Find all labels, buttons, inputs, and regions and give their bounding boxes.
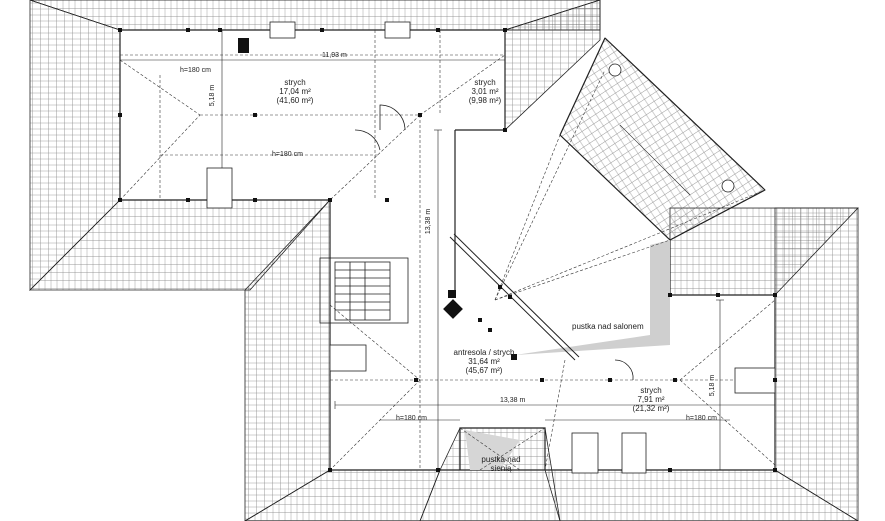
dimension-top-depth: 5,18 m <box>209 84 217 107</box>
headroom-label-bottom-left: h=180 cm <box>396 415 427 422</box>
stairs <box>319 257 409 324</box>
ridge-lines <box>119 30 776 471</box>
dimension-center-depth: 13,38 m <box>425 208 433 235</box>
roof-windows <box>206 21 776 474</box>
gallery-beam <box>449 233 580 361</box>
room-label-strych-right: strych 7,91 m² (21,32 m²) <box>620 386 682 414</box>
room-name: strych <box>640 386 662 395</box>
room-area: 31,64 m² <box>468 357 500 367</box>
roof-surfaces <box>29 0 859 521</box>
room-label-strych-main: strych 17,04 m² (41,60 m²) <box>260 78 330 106</box>
void-label-sien: pustka nad sienią <box>478 455 524 473</box>
room-area: 17,04 m² <box>279 87 311 97</box>
posts <box>118 28 777 472</box>
void-label-salon: pustka nad salonem <box>572 322 644 331</box>
dimension-lines <box>119 29 776 471</box>
headroom-label-top-2: h=180 cm <box>272 151 303 158</box>
room-area-total: (21,32 m²) <box>632 404 670 414</box>
headroom-label-top-1: h=180 cm <box>180 67 211 74</box>
room-area: 7,91 m² <box>637 395 665 405</box>
room-name: strych <box>284 78 306 87</box>
room-label-strych-small: strych 3,01 m² (9,98 m²) <box>455 78 515 106</box>
void-label-line1: pustka nad <box>481 455 521 464</box>
void-label-line2: sienią <box>490 464 512 474</box>
doors <box>354 104 634 381</box>
room-name: strych <box>474 78 496 87</box>
room-area: 3,01 m² <box>471 87 499 97</box>
room-name: antresola / strych <box>453 348 515 357</box>
dimension-top-width: 11,93 m <box>322 52 347 59</box>
room-area-total: (41,60 m²) <box>276 96 314 106</box>
chimneys <box>238 38 517 360</box>
room-area-total: (9,98 m²) <box>468 96 502 106</box>
dimension-bottom-width: 13,38 m <box>500 397 526 404</box>
room-label-antresola: antresola / strych 31,64 m² (45,67 m²) <box>446 348 522 376</box>
headroom-label-bottom-right: h=180 cm <box>686 415 717 422</box>
room-area-total: (45,67 m²) <box>465 366 503 376</box>
voids <box>465 240 670 470</box>
dimension-right-depth: 5,18 m <box>709 374 717 397</box>
